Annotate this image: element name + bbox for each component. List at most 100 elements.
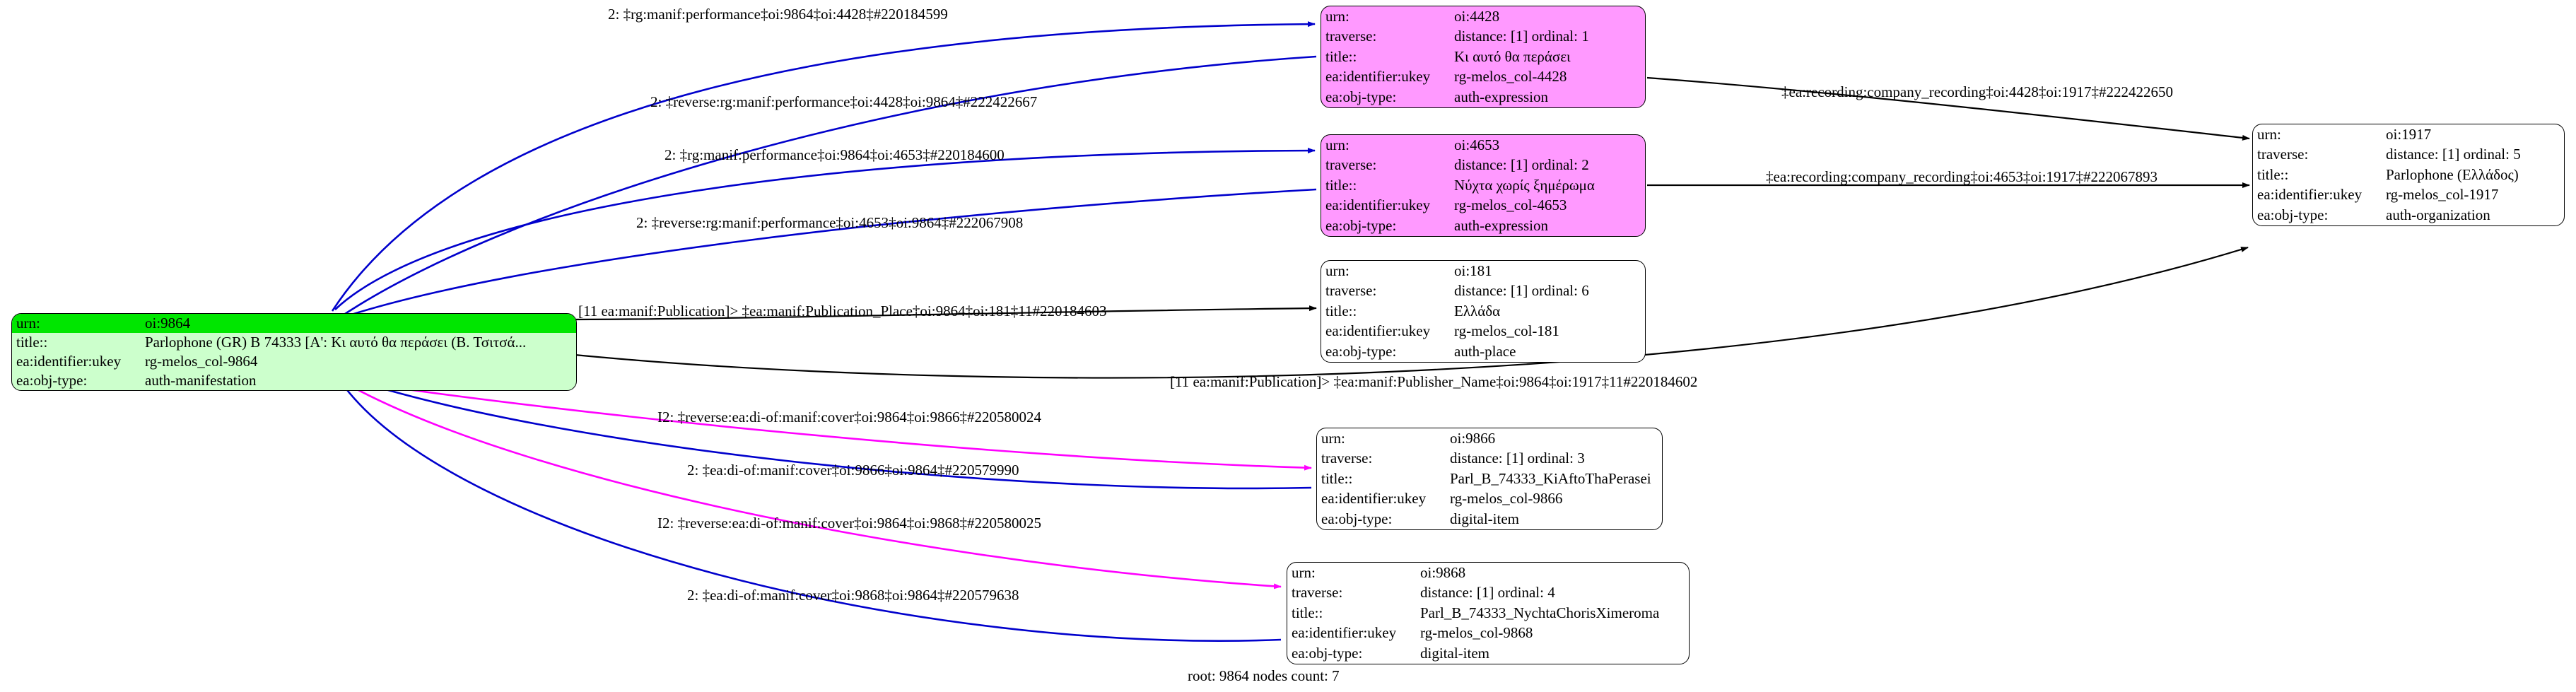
row-value: auth-manifestation <box>145 371 257 389</box>
node-row: ea:identifier:ukey rg-melos_col-9866 <box>1317 489 1662 510</box>
row-key: ea:identifier:ukey <box>2257 186 2363 204</box>
node-row: title:: Parlophone (GR) B 74333 [A': Κι … <box>12 333 576 352</box>
row-key: ea:identifier:ukey <box>1325 322 1431 340</box>
row-value: rg-melos_col-9868 <box>1420 624 1533 642</box>
edge-label-e1: 2: ‡rg:manif:performance‡oi:9864‡oi:4428… <box>608 6 948 23</box>
row-key: ea:identifier:ukey <box>16 352 122 370</box>
edge-label-e4: 2: ‡reverse:rg:manif:performance‡oi:4653… <box>636 214 1024 231</box>
node-row: title::Κι αυτό θα περάσει <box>1321 47 1645 67</box>
row-key: ea:obj-type: <box>1325 342 1397 360</box>
node-n9864[interactable]: urn: oi:9864 title:: Parlophone (GR) B 7… <box>11 313 577 391</box>
node-row: traverse: distance: [1] ordinal: 2 <box>1321 156 1645 176</box>
graph-footer: root: 9864 nodes count: 7 <box>1188 667 1340 684</box>
row-key: urn: <box>1325 262 1350 279</box>
node-n4653[interactable]: urn: oi:4653 traverse: distance: [1] ordin… <box>1321 134 1646 237</box>
edge-path-e9 <box>353 380 1312 471</box>
node-n1917[interactable]: urn: oi:1917 traverse:distance: [1] ordin… <box>2252 124 2565 226</box>
edge-label-e6: [11 ea:manif:Publication]> ‡ea:manif:Pub… <box>1170 373 1698 390</box>
row-value: distance: [1] ordinal: 1 <box>1454 28 1589 45</box>
row-key: ea:identifier:ukey <box>1325 68 1431 86</box>
edge-path-e12 <box>339 381 1282 642</box>
edge-path-e4 <box>340 188 1317 319</box>
node-n9866[interactable]: urn:oi:9866 traverse:distance: [1] ordin… <box>1316 428 1663 530</box>
edge-path-e5 <box>558 305 1317 321</box>
row-value: distance: [1] ordinal: 5 <box>2386 146 2521 163</box>
row-key: ea:obj-type: <box>2257 206 2329 223</box>
node-n4428[interactable]: urn:oi:4428 traverse: distance: [1] ordin… <box>1321 6 1646 108</box>
row-value: distance: [1] ordinal: 2 <box>1454 156 1589 174</box>
row-value: digital-item <box>1450 510 1519 527</box>
node-row: ea:obj-type: auth-manifestation <box>12 371 576 390</box>
node-row: urn:oi:9866 <box>1317 428 1662 449</box>
node-row: ea:obj-type: auth-expression <box>1321 216 1645 236</box>
row-value: digital-item <box>1420 644 1489 662</box>
edge-label-e5: [11 ea:manif:Publication]> ‡ea:manif:Pub… <box>578 303 1107 319</box>
node-row: ea:obj-type:digital-item <box>1287 643 1689 664</box>
row-key: ea:obj-type: <box>1325 88 1397 105</box>
edge-path-e11 <box>347 383 1282 590</box>
row-value: rg-melos_col-9864 <box>145 352 258 370</box>
edge-path-e1 <box>331 21 1316 312</box>
row-key: title:: <box>16 333 48 351</box>
node-n9868[interactable]: urn:oi:9868 traverse:distance: [1] ordin… <box>1287 562 1690 664</box>
row-value: Parlophone (GR) B 74333 [A': Κι αυτό θα … <box>145 333 527 351</box>
node-row: title::Parlophone (Ελλάδος) <box>2253 165 2564 185</box>
row-key: traverse: <box>1325 156 1377 174</box>
node-row: traverse:distance: [1] ordinal: 3 <box>1317 449 1662 469</box>
node-row: ea:identifier:ukey rg-melos_col-9864 <box>12 352 576 371</box>
row-value: rg-melos_col-9866 <box>1450 490 1563 508</box>
row-value: oi:1917 <box>2386 125 2432 143</box>
row-key: ea:obj-type: <box>1325 216 1397 234</box>
node-row: traverse:distance: [1] ordinal: 5 <box>2253 145 2564 165</box>
node-row: urn: oi:1917 <box>2253 124 2564 145</box>
row-value: Parlophone (Ελλάδος) <box>2386 165 2519 183</box>
node-row: title::Νύχτα χωρίς ξημέρωμα <box>1321 175 1645 196</box>
row-value: distance: [1] ordinal: 4 <box>1420 584 1555 602</box>
edge-label-e7: ‡ea:recording:company_recording‡oi:4428‡… <box>1781 83 2174 100</box>
row-key: urn: <box>1321 429 1345 447</box>
node-row: traverse:distance: [1] ordinal: 6 <box>1321 281 1645 302</box>
row-value: Νύχτα χωρίς ξημέρωμα <box>1454 176 1595 194</box>
row-key: ea:identifier:ukey <box>1292 624 1397 642</box>
row-value: oi:9868 <box>1420 563 1466 581</box>
row-value: oi:181 <box>1454 262 1492 279</box>
node-row: urn: oi:181 <box>1321 261 1645 281</box>
row-key: ea:identifier:ukey <box>1325 197 1431 214</box>
row-key: urn: <box>1325 136 1350 153</box>
edge-label-e9: I2: ‡reverse:ea:di-of:manif:cover‡oi:986… <box>657 409 1041 426</box>
row-value: auth-place <box>1454 342 1516 360</box>
row-value: rg-melos_col-1917 <box>2386 186 2499 204</box>
row-key: ea:obj-type: <box>16 371 88 389</box>
edge-path-e10 <box>346 376 1312 490</box>
edge-label-e2: 2: ‡reverse:rg:manif:performance‡oi:4428… <box>650 93 1038 110</box>
node-row: traverse: distance: [1] ordinal: 1 <box>1321 27 1645 47</box>
node-row: traverse:distance: [1] ordinal: 4 <box>1287 583 1689 604</box>
node-row: urn:oi:9868 <box>1287 563 1689 583</box>
row-value: Parl_B_74333_KiAftoThaPerasei <box>1450 469 1651 487</box>
node-row: title::Parl_B_74333_NychtaChorisXimeroma <box>1287 603 1689 623</box>
row-value: auth-expression <box>1454 88 1548 105</box>
node-row: ea:obj-type: digital-item <box>1317 509 1662 529</box>
row-key: ea:obj-type: <box>1321 510 1393 527</box>
row-key: traverse: <box>1321 450 1373 467</box>
edge-path-e2 <box>336 55 1317 321</box>
node-row: ea:obj-type:auth-organization <box>2253 205 2564 225</box>
row-key: title:: <box>1325 47 1357 65</box>
row-key: urn: <box>2257 125 2281 143</box>
row-value: Κι αυτό θα περάσει <box>1454 47 1571 65</box>
row-key: traverse: <box>1325 28 1377 45</box>
row-key: ea:identifier:ukey <box>1321 490 1427 508</box>
row-value: oi:4653 <box>1454 136 1500 153</box>
node-row: urn:oi:4428 <box>1321 6 1645 27</box>
row-key: title:: <box>2257 165 2289 183</box>
node-n181[interactable]: urn: oi:181 traverse:distance: [1] ordina… <box>1321 260 1646 363</box>
row-key: title:: <box>1325 302 1357 319</box>
edge-path-e7 <box>1646 76 2250 141</box>
edge-label-e8: ‡ea:recording:company_recording‡oi:4653‡… <box>1766 168 2158 185</box>
row-key: traverse: <box>1325 282 1377 300</box>
row-value: auth-expression <box>1454 216 1548 234</box>
node-row: ea:obj-type: auth-place <box>1321 341 1645 362</box>
